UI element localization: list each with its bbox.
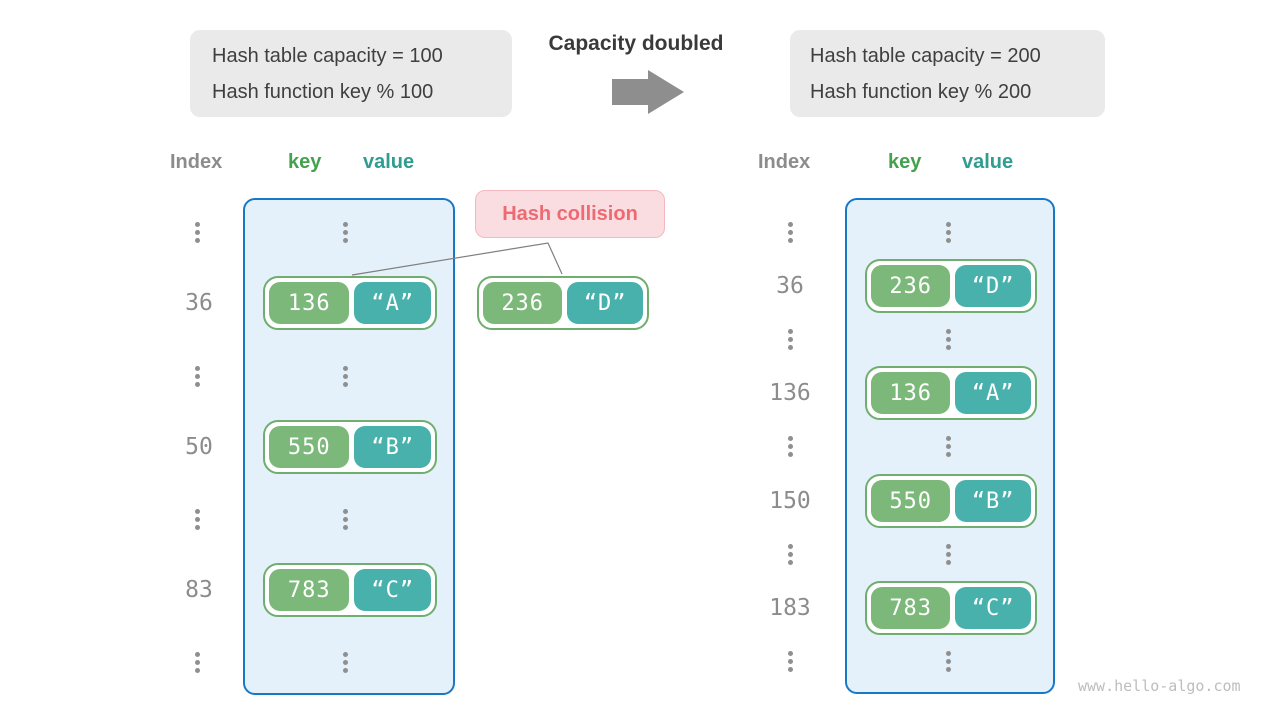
ellipsis-icon [194,366,200,387]
key-box: 783 [871,587,951,629]
value-box: “A” [354,282,431,324]
ellipsis-icon [945,651,951,672]
value-text: “C” [371,577,415,603]
key-text: 136 [287,290,331,316]
left-header-value: value [363,151,415,173]
capacity-line: Hash table capacity = 100 [212,44,443,67]
ellipsis-icon [945,436,951,457]
key-box: 550 [871,480,951,522]
left-header-key: key [288,151,322,173]
capacity-info-box-before: Hash table capacity = 100 Hash function … [190,30,512,117]
capacity-line: Hash table capacity = 200 [810,44,1041,67]
value-box: “A” [955,372,1031,414]
key-text: 236 [889,273,933,299]
index-label: 150 [769,488,811,514]
ellipsis-icon [945,544,951,565]
transition-label: Capacity doubled [548,32,724,55]
value-box: “D” [567,282,643,324]
ellipsis-icon [787,222,793,243]
ellipsis-icon [342,222,348,243]
ellipsis-icon [787,544,793,565]
index-label: 50 [185,434,213,460]
pair-entry: 136 “A” [865,366,1037,420]
value-text: “D” [583,290,627,316]
key-box: 236 [871,265,951,307]
value-text: “B” [971,488,1015,514]
pair-entry: 783 “C” [263,563,437,617]
value-box: “D” [955,265,1031,307]
key-text: 550 [889,488,933,514]
ellipsis-icon [194,652,200,673]
pair-entry-colliding: 236 “D” [477,276,649,330]
key-box: 136 [269,282,350,324]
pair-entry: 550 “B” [865,474,1037,528]
key-box: 550 [269,426,350,468]
hash-collision-label: Hash collision [502,202,638,225]
key-text: 783 [889,595,933,621]
value-box: “B” [955,480,1031,522]
ellipsis-icon [945,222,951,243]
ellipsis-icon [787,329,793,350]
right-header-index: Index [758,151,811,173]
ellipsis-icon [194,509,200,530]
value-box: “B” [354,426,431,468]
key-text: 783 [287,577,331,603]
pair-entry: 550 “B” [263,420,437,474]
hash-function-line: Hash function key % 100 [212,80,434,103]
value-text: “C” [971,595,1015,621]
key-box: 783 [269,569,350,611]
pair-entry: 783 “C” [865,581,1037,635]
right-arrow-icon [612,70,684,114]
ellipsis-icon [194,222,200,243]
ellipsis-icon [342,509,348,530]
key-text: 550 [287,434,331,460]
index-label: 136 [769,380,811,406]
ellipsis-icon [787,651,793,672]
key-text: 136 [889,380,933,406]
index-label: 83 [185,577,213,603]
value-box: “C” [354,569,431,611]
watermark: www.hello-algo.com [1078,677,1241,695]
pair-entry: 136 “A” [263,276,437,330]
ellipsis-icon [342,652,348,673]
index-label: 36 [185,290,213,316]
index-label: 183 [769,595,811,621]
key-text: 236 [501,290,545,316]
value-box: “C” [955,587,1031,629]
pair-entry: 236 “D” [865,259,1037,313]
index-label: 36 [776,273,804,299]
hash-function-line: Hash function key % 200 [810,80,1032,103]
hash-collision-badge: Hash collision [475,190,665,238]
key-box: 136 [871,372,951,414]
right-header-key: key [888,151,922,173]
left-header-index: Index [170,151,223,173]
value-text: “A” [371,290,415,316]
capacity-info-box-after: Hash table capacity = 200 Hash function … [790,30,1105,117]
ellipsis-icon [342,366,348,387]
value-text: “D” [971,273,1015,299]
value-text: “A” [971,380,1015,406]
ellipsis-icon [945,329,951,350]
value-text: “B” [371,434,415,460]
key-box: 236 [483,282,563,324]
right-header-value: value [962,151,1014,173]
ellipsis-icon [787,436,793,457]
